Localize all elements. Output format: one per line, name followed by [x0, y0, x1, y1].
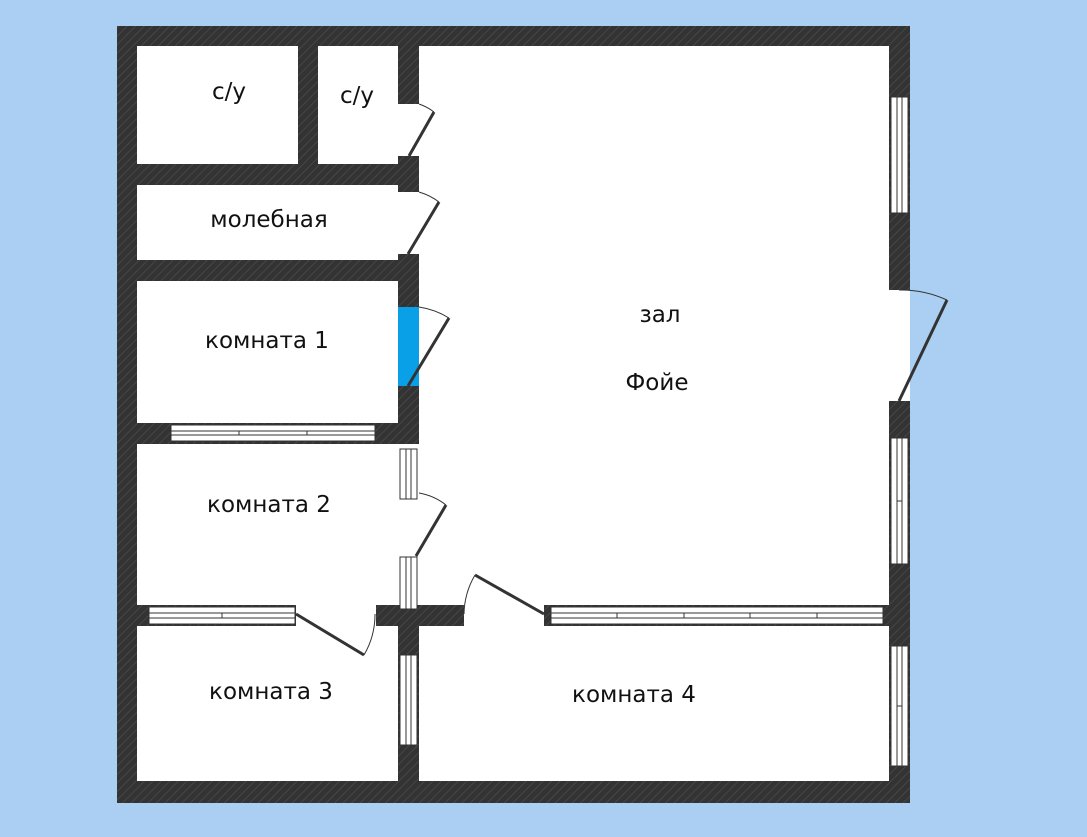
label-hall: зал: [639, 302, 680, 328]
window-room1-room2: [170, 424, 376, 442]
window-hall-right-bottom: [890, 437, 909, 565]
room-1-door-highlight: [398, 307, 419, 386]
door-exterior: [897, 289, 949, 402]
window-room3-room4: [399, 654, 418, 746]
window-room2-room3: [148, 606, 296, 625]
door-opening-prayer: [398, 192, 419, 254]
window-hall-room4: [550, 606, 884, 625]
door-opening-wc2: [398, 104, 419, 156]
label-wc1: с/у: [212, 79, 246, 105]
label-prayer-room: молебная: [210, 207, 327, 233]
floor-room-3: [137, 626, 398, 781]
door-room-2: [414, 492, 448, 557]
door-room-1: [406, 306, 451, 387]
windows: [148, 96, 909, 767]
floor-wc1: [137, 46, 298, 164]
door-room-3: [295, 612, 376, 657]
window-hall-right-top: [890, 96, 909, 214]
floor-hall: [419, 46, 889, 605]
label-room-3: комната 3: [209, 679, 333, 705]
door-room-4: [463, 573, 545, 616]
label-foyer: Фойе: [626, 370, 689, 396]
exterior-door-opening: [889, 290, 910, 401]
door-opening-room2: [398, 500, 419, 556]
window-corridor-lower: [399, 556, 418, 610]
window-corridor-upper: [399, 448, 418, 500]
label-room-2: комната 2: [207, 492, 331, 518]
floor-prayer-room: [137, 185, 398, 260]
floor-room-4: [419, 626, 889, 781]
room-floors: [137, 46, 889, 781]
door-opening-room4: [464, 605, 544, 626]
label-room-4: комната 4: [572, 682, 696, 708]
door-opening-room3: [296, 605, 376, 626]
window-room4-right: [890, 645, 909, 767]
label-room-1: комната 1: [205, 328, 329, 354]
floor-room-2: [137, 444, 398, 605]
floor-room-1: [137, 281, 398, 423]
room-labels: с/у с/у молебная комната 1 комната 2 ком…: [205, 79, 696, 708]
doors: [295, 103, 949, 657]
label-wc2: с/у: [340, 83, 374, 109]
floor-wc2: [318, 46, 398, 164]
door-wc2: [407, 103, 436, 157]
door-prayer-room: [406, 191, 441, 255]
